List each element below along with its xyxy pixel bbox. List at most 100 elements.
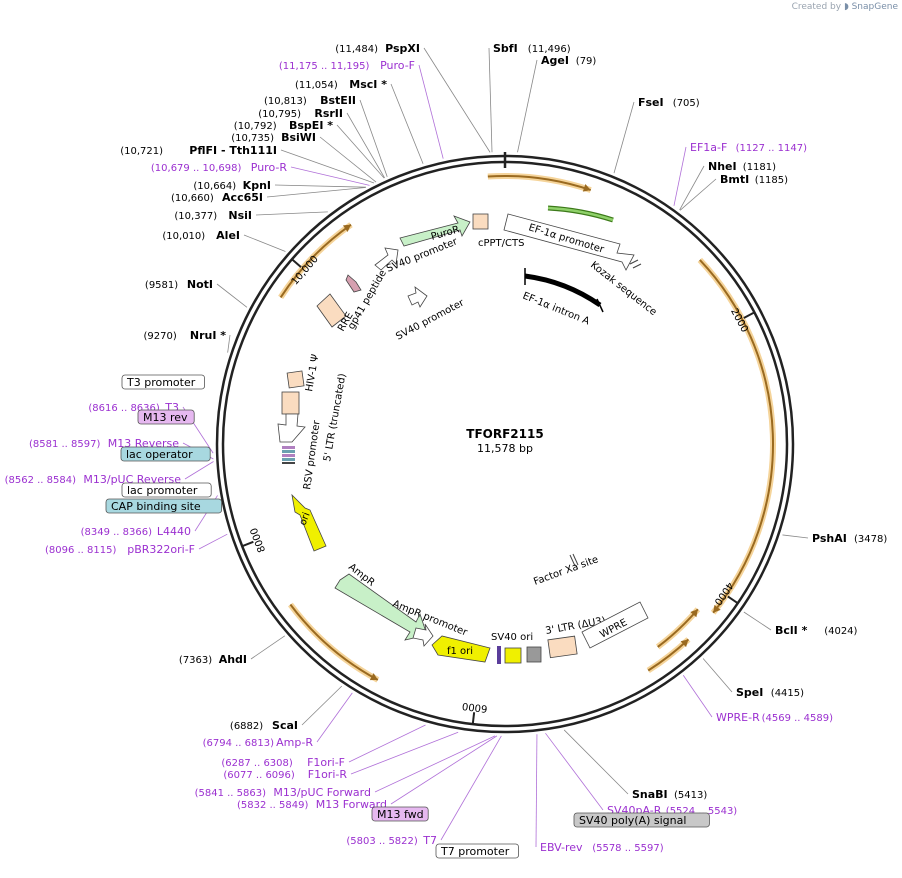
label-coord: (7363) <box>179 655 212 666</box>
feature-5ltr-label: 5' LTR (truncated) <box>322 373 348 463</box>
site-noti[interactable]: NotI(9581) <box>145 278 248 308</box>
bp-tick <box>727 595 739 605</box>
feature-kozak[interactable]: Kozak sequence <box>588 259 659 318</box>
site-bcli-[interactable]: BclI *(4024) <box>743 611 858 637</box>
feature-factor-xa[interactable]: Factor Xa site <box>532 553 600 588</box>
bp-tick-label: 10,000 <box>290 254 321 288</box>
primer-ebv-rev[interactable]: EBV-rev(5578 .. 5597) <box>535 734 664 854</box>
primer-m13-puc-reverse[interactable]: M13/pUC Reverse(8562 .. 8584) <box>5 461 214 486</box>
label-name: M13 Forward <box>316 798 387 811</box>
feature-factor-xa-label: Factor Xa site <box>532 554 600 588</box>
feature-box-m13-fwd[interactable]: M13 fwd <box>371 806 429 822</box>
feature-box-label: M13 fwd <box>377 808 424 821</box>
site-kpni[interactable]: KpnI(10,664) <box>193 179 367 192</box>
primer-f1ori-r[interactable]: F1ori-R (6077 .. 6096) <box>223 731 459 781</box>
site-msci-[interactable]: MscI *(11,054) <box>295 78 424 164</box>
label-coord: (1127 .. 1147) <box>736 143 808 154</box>
feature-f1-ori[interactable]: f1 ori <box>431 635 491 663</box>
site-pspxi[interactable]: PspXI(11,484) <box>335 42 491 153</box>
feature-box-label: T3 promoter <box>126 376 196 389</box>
primer-sv40pa-r[interactable]: SV40pA-R(5524 .. 5543) <box>545 732 737 817</box>
label-name: Puro-F <box>380 59 415 72</box>
site-pshai[interactable]: PshAI(3478) <box>782 532 887 545</box>
site-bsteii[interactable]: BstEII(10,813) <box>264 94 388 177</box>
orf-arc[interactable] <box>697 257 776 615</box>
label-coord: (10,813) <box>264 96 307 107</box>
label-coord: (1181) <box>743 162 776 173</box>
label-coord: (10,010) <box>162 231 205 242</box>
orf-arc[interactable] <box>655 607 701 650</box>
feature-wpre[interactable]: WPRE <box>581 601 649 649</box>
orf-arrowhead <box>690 609 698 618</box>
feature-puror[interactable]: PuroR <box>399 215 471 247</box>
site-alei[interactable]: AleI(10,010) <box>162 229 286 252</box>
site-nrui-[interactable]: NruI *(9270) <box>144 329 231 353</box>
site-bspei-[interactable]: BspEI *(10,792) <box>234 119 385 179</box>
primer-puro-f[interactable]: Puro-F(11,175 .. 11,195) <box>279 59 444 159</box>
site-layer: PspXI(11,484)SbfI(11,496)AgeI(79)FseI(70… <box>5 42 887 859</box>
site-snabi[interactable]: SnaBI(5413) <box>563 729 707 801</box>
feature-sv40-ori[interactable]: SV40 ori <box>491 632 542 664</box>
orf-arc[interactable] <box>278 222 353 300</box>
label-name: ScaI <box>272 719 298 732</box>
feature-ampr[interactable]: AmpR <box>334 562 428 641</box>
label-coord: (9581) <box>145 280 178 291</box>
feature-box-lac-promoter[interactable]: lac promoter <box>121 482 212 498</box>
primer-m13-puc-forward[interactable]: M13/pUC Forward(5841 .. 5863) <box>195 735 496 799</box>
orf-arc[interactable] <box>487 173 592 193</box>
label-name: SpeI <box>736 686 763 699</box>
primer-ef1a-f[interactable]: EF1a-F(1127 .. 1147) <box>673 141 808 206</box>
site-sbfi[interactable]: SbfI(11,496) <box>488 42 571 153</box>
label-coord: (6882) <box>230 721 263 732</box>
feature-ori[interactable]: ori <box>291 493 327 552</box>
site-bsiwi[interactable]: BsiWI(10,735) <box>231 131 377 183</box>
feature-box-sv40-poly-a-signal[interactable]: SV40 poly(A) signal <box>573 812 710 828</box>
site-fsei[interactable]: FseI(705) <box>613 96 700 174</box>
orf-arc[interactable] <box>287 602 380 683</box>
feature-ef1a-intron[interactable]: EF-1α intron A <box>521 268 604 328</box>
primer-puro-r[interactable]: Puro-R(10,679 .. 10,698) <box>151 161 370 186</box>
site-agei[interactable]: AgeI(79) <box>517 54 597 153</box>
site-nhei[interactable]: NheI (1181) <box>679 160 777 211</box>
label-name: NheI <box>708 160 737 173</box>
label-coord: (8096 .. 8115) <box>45 545 117 556</box>
feature-box-cap-binding-site[interactable]: CAP binding site <box>105 498 222 514</box>
label-name: SnaBI <box>632 788 668 801</box>
site-ahdi[interactable]: AhdI(7363) <box>179 635 286 666</box>
feature-box-label: M13 rev <box>143 411 188 424</box>
label-coord: (10,795) <box>258 109 301 120</box>
primer-pbr322ori-f[interactable]: pBR322ori-F(8096 .. 8115) <box>45 533 228 556</box>
feature-ori-label: ori <box>298 511 313 527</box>
label-coord: (8616 .. 8636) <box>88 403 160 414</box>
primer-amp-r[interactable]: Amp-R(6794 .. 6813) <box>203 692 353 749</box>
primer-t7[interactable]: T7(5803 .. 5822) <box>346 735 502 847</box>
orf-arrowhead <box>582 184 591 192</box>
feature-box-t3-promoter[interactable]: T3 promoter <box>121 374 205 390</box>
site-acc65i[interactable]: Acc65I(10,660) <box>171 187 366 204</box>
primer-f1ori-f[interactable]: F1ori-F(6287 .. 6308) <box>221 724 426 769</box>
orf-arc[interactable] <box>646 637 691 674</box>
label-name: SbfI <box>493 42 518 55</box>
orf-arrowhead <box>369 673 378 681</box>
feature-sv40-promoter-2[interactable]: SV40 promoter <box>394 286 467 343</box>
site-spei[interactable]: SpeI(4415) <box>702 658 804 699</box>
feature-box-lac-operator[interactable]: lac operator <box>120 446 211 462</box>
site-nsii[interactable]: NsiI(10,377) <box>174 209 328 222</box>
site-pflfi-tth111i[interactable]: PflFI - Tth111I(10,721) <box>120 144 375 184</box>
site-bmti[interactable]: BmtI(1185) <box>679 173 788 211</box>
site-scai[interactable]: ScaI (6882) <box>230 685 343 732</box>
site-rsrii[interactable]: RsrII(10,795) <box>258 107 385 179</box>
label-name: F1ori-R <box>308 768 348 781</box>
label-coord: (4569 .. 4589) <box>762 713 834 724</box>
primer-m13-forward[interactable]: M13 Forward(5832 .. 5849) <box>237 735 498 811</box>
feature-hiv1-psi[interactable]: HIV-1 Ψ <box>286 353 322 393</box>
feature-cppt-cts[interactable]: cPPT/CTS <box>472 213 524 249</box>
primer-wpre-r[interactable]: WPRE-R(4569 .. 4589) <box>682 675 834 724</box>
label-name: PspXI <box>385 42 420 55</box>
label-coord: (5578 .. 5597) <box>592 843 664 854</box>
orf-arrowhead <box>342 224 352 232</box>
feature-gp41[interactable]: gp41 peptide <box>345 268 389 332</box>
label-coord: (6077 .. 6096) <box>223 770 295 781</box>
feature-box-m13-rev[interactable]: M13 rev <box>137 409 195 425</box>
feature-box-t7-promoter[interactable]: T7 promoter <box>435 843 519 859</box>
